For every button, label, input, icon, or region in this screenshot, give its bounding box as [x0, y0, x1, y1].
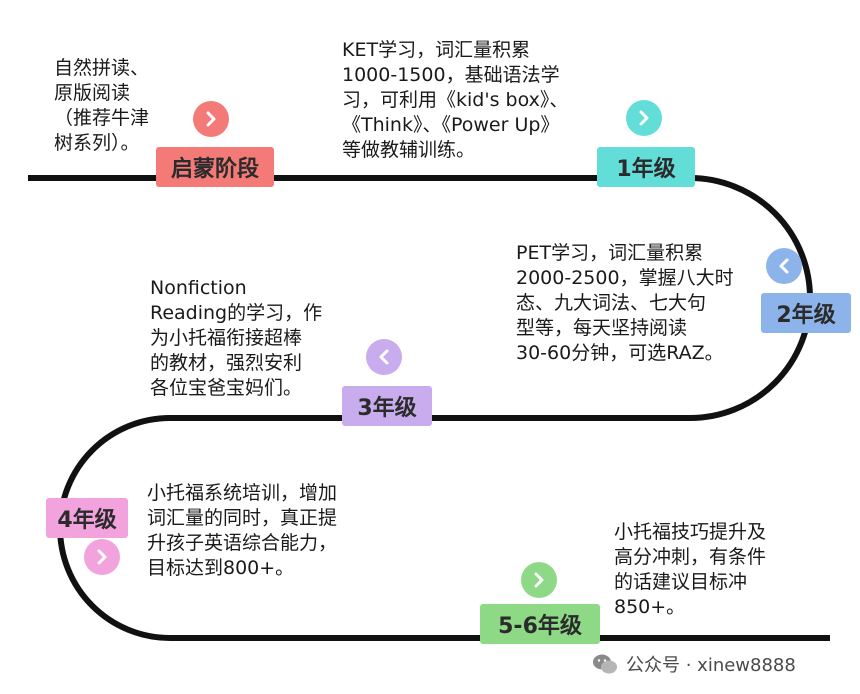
- chevron-right-icon: [206, 111, 216, 127]
- stage-arrow-qimeng: [193, 101, 229, 137]
- watermark: 公众号 · xinew8888: [592, 651, 796, 677]
- stage-badge-grade3: 3年级: [342, 386, 432, 426]
- roadmap-line: [28, 175, 830, 641]
- stage-badge-grade56: 5-6年级: [480, 604, 600, 644]
- stage-arrow-grade56: [521, 562, 557, 598]
- chevron-right-icon: [97, 549, 107, 565]
- stage-badge-grade2: 2年级: [761, 293, 851, 333]
- stage-description-grade4: 小托福系统培训，增加 词汇量的同时，真正提 升孩子英语综合能力， 目标达到800…: [147, 482, 338, 579]
- stage-description-grade2: PET学习，词汇量积累 2000-2500，掌握八大时 态、九大词法、七大句 型…: [516, 242, 734, 364]
- chevron-right-icon: [639, 110, 649, 126]
- stage-description-grade56: 小托福技巧提升及 高分冲刺，有条件 的话建议目标冲 850+。: [614, 521, 767, 618]
- chevron-left-icon: [379, 349, 389, 365]
- stage-description-grade1: KET学习，词汇量积累 1000-1500，基础语法学 习，可利用《kid's …: [342, 39, 569, 161]
- stage-badge-grade4: 4年级: [46, 498, 128, 538]
- watermark-text: 公众号 · xinew8888: [626, 655, 796, 676]
- stage-arrow-grade1: [626, 100, 662, 136]
- stage-badge-qimeng: 启蒙阶段: [156, 147, 274, 187]
- stage-arrow-grade3: [366, 339, 402, 375]
- stage-description-grade3: Nonfiction Reading的学习，作 为小托福衔接超棒 的教材，强烈安…: [150, 277, 323, 399]
- wechat-icon: [593, 654, 617, 674]
- chevron-left-icon: [779, 258, 789, 274]
- stage-arrow-grade2: [766, 248, 802, 284]
- chevron-right-icon: [534, 572, 544, 588]
- stage-description-qimeng: 自然拼读、 原版阅读 （推荐牛津 树系列）。: [54, 57, 150, 154]
- stage-badge-grade1: 1年级: [597, 147, 695, 187]
- stage-arrow-grade4: [84, 539, 120, 575]
